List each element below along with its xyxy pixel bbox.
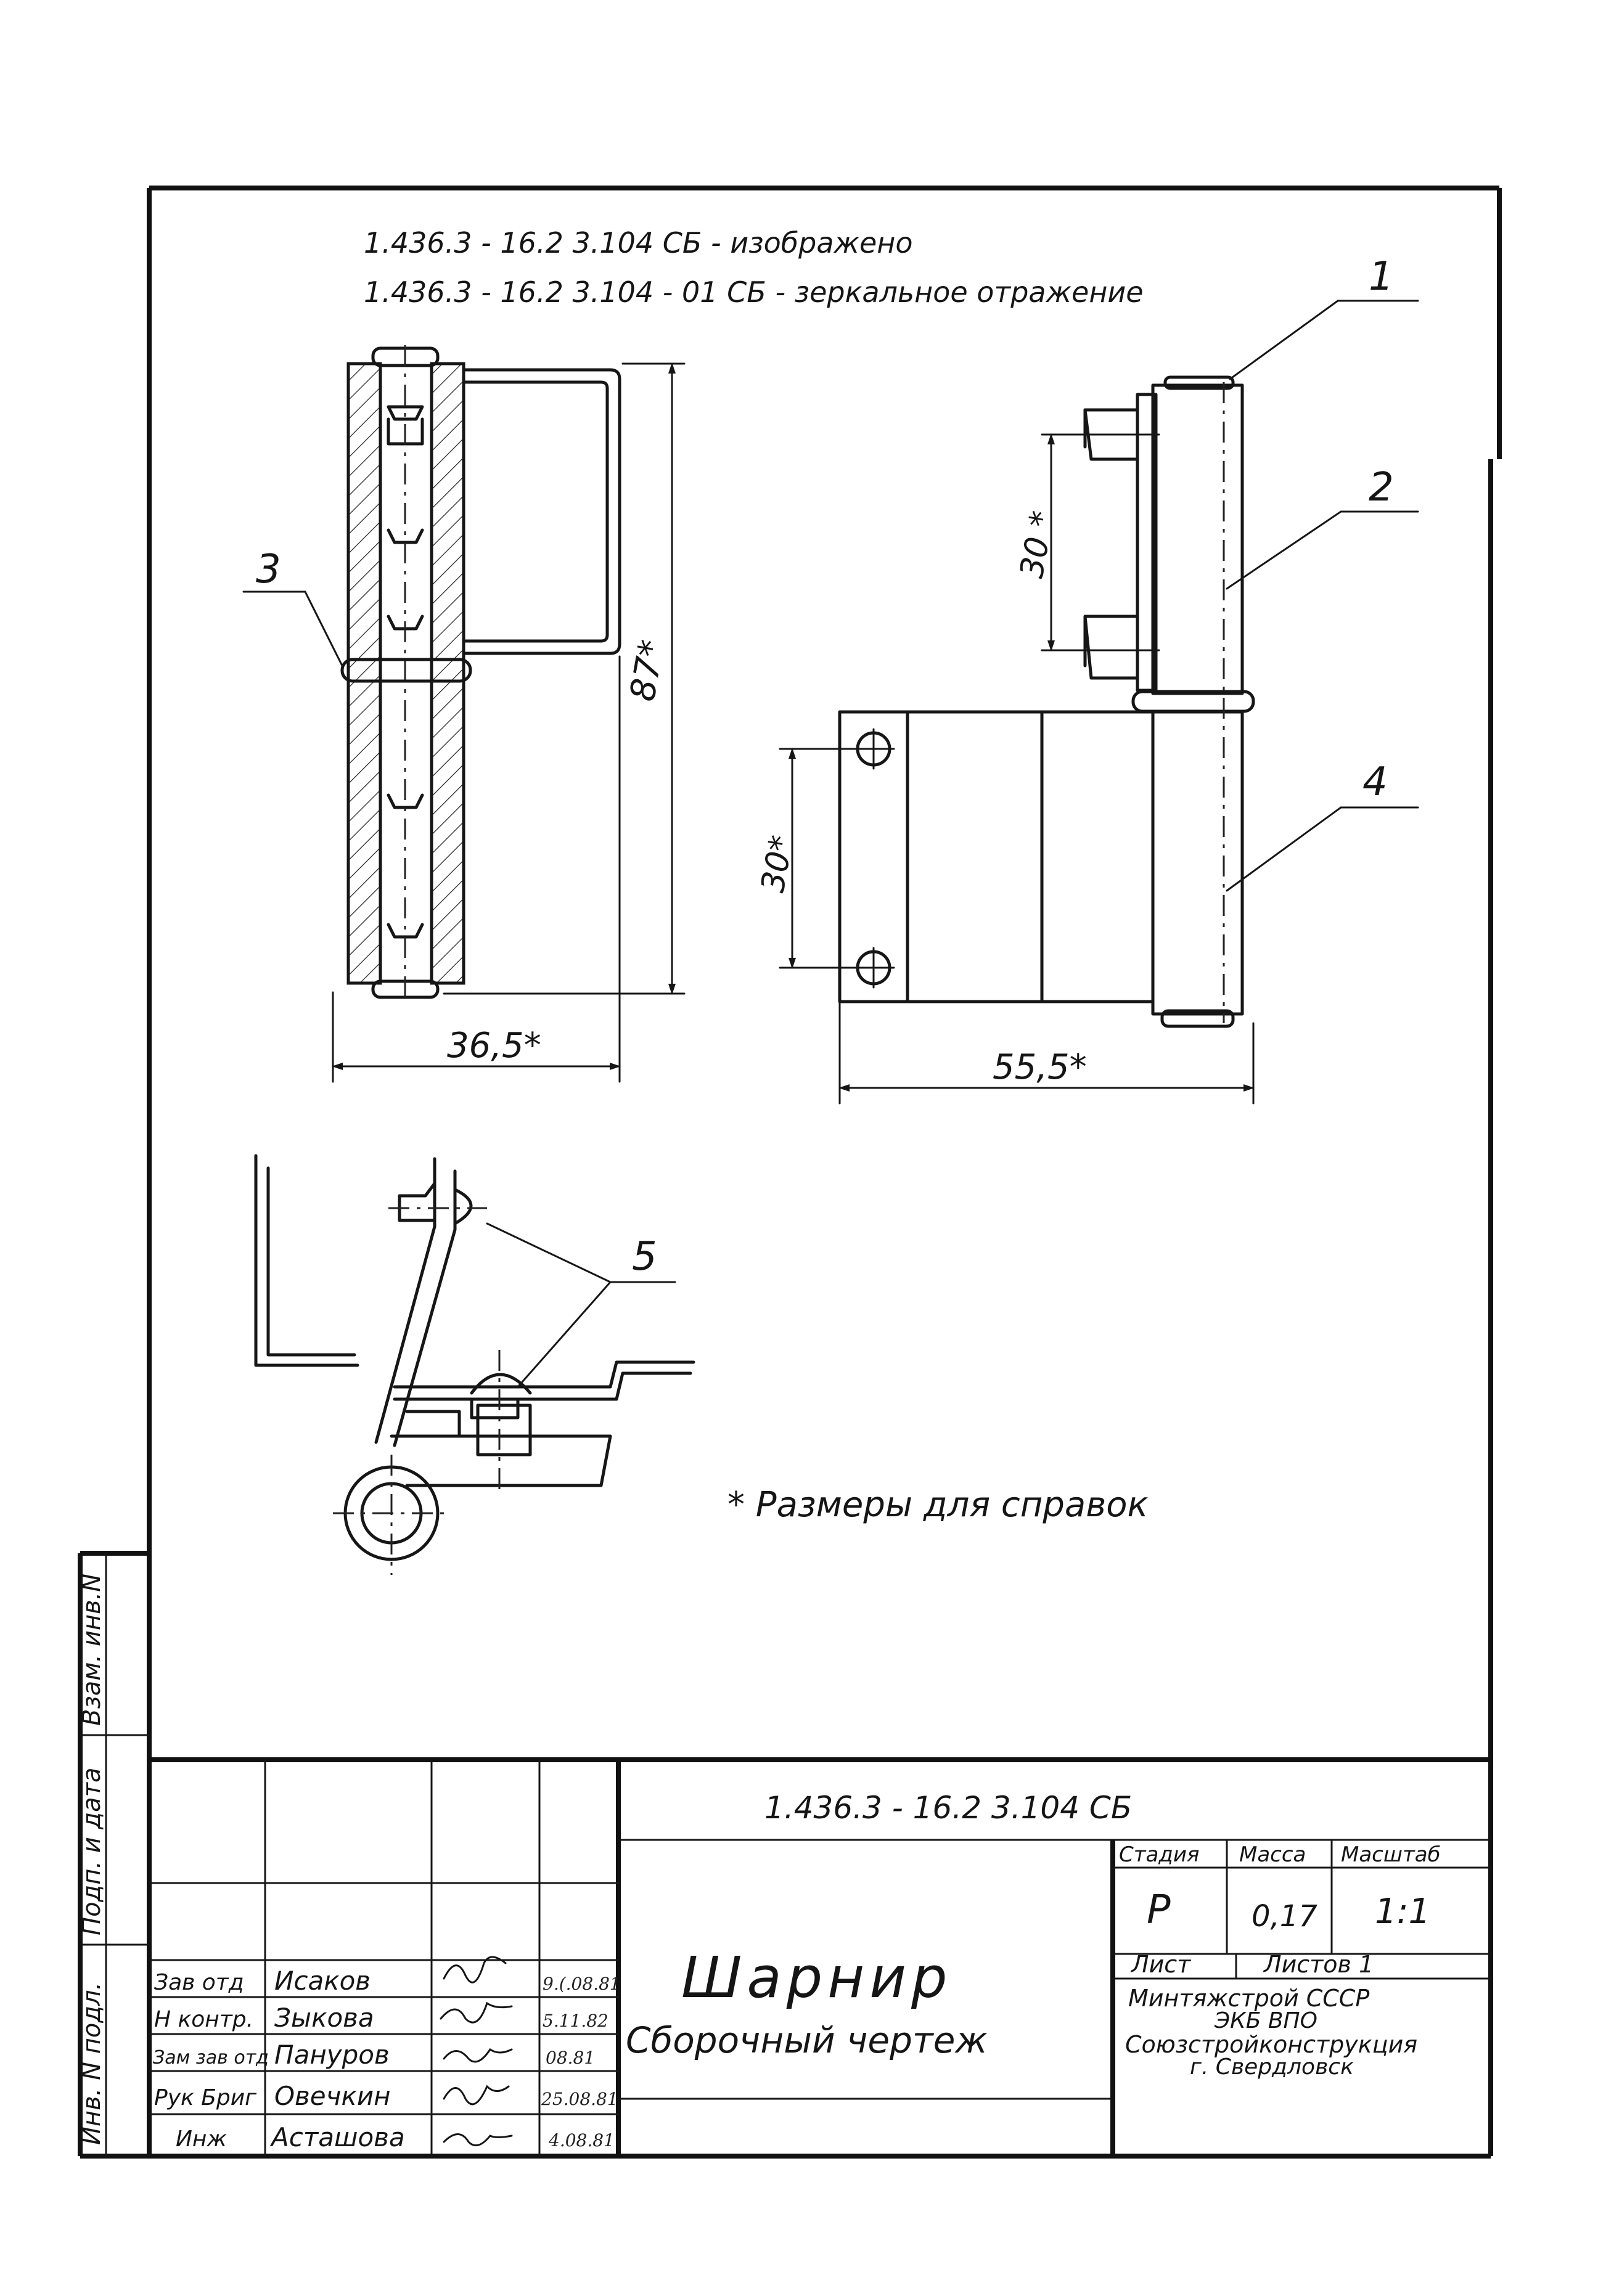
sheets-label: Листов 1 bbox=[1263, 1951, 1374, 1978]
value-mass: 0,17 bbox=[1252, 1899, 1317, 1934]
sheet-label: Лист bbox=[1130, 1951, 1192, 1978]
side-column-vzam-inv: Взам. инв.N bbox=[78, 1574, 106, 1726]
dimension-pin-spacing-30: 30 * bbox=[1014, 509, 1062, 581]
reference-dimensions-note: * Размеры для справок bbox=[727, 1485, 1148, 1525]
org-line-1: Минтяжстрой СССР bbox=[1128, 1985, 1369, 2012]
name-isakov: Исаков bbox=[274, 1966, 371, 1996]
title-name: Шарнир bbox=[681, 1945, 953, 2011]
date-row-3: 08.81 bbox=[546, 2048, 595, 2068]
name-astashova: Асташова bbox=[269, 2122, 405, 2152]
header-scale: Масштаб bbox=[1341, 1842, 1441, 1867]
callout-3: 3 bbox=[256, 547, 281, 592]
header-line-2: 1.436.3 - 16.2 3.104 - 01 СБ - зеркально… bbox=[364, 276, 1144, 309]
role-ruk-brig: Рук Бриг bbox=[154, 2085, 257, 2110]
callout-4: 4 bbox=[1362, 759, 1388, 805]
callout-1: 1 bbox=[1369, 254, 1394, 300]
header-mass: Масса bbox=[1239, 1842, 1306, 1867]
value-scale: 1:1 bbox=[1375, 1892, 1430, 1932]
dimension-width-36-5: 36,5* bbox=[447, 1026, 541, 1066]
role-inzh: Инж bbox=[176, 2126, 227, 2152]
installation-detail: 5 bbox=[254, 1154, 695, 1575]
date-row-1: 9.(.08.81 bbox=[543, 1974, 621, 1994]
date-row-4: 25.08.81 bbox=[541, 2089, 618, 2109]
header-line-1: 1.436.3 - 16.2 3.104 СБ - изображено bbox=[364, 226, 913, 259]
org-line-2: ЭКБ ВПО bbox=[1214, 2008, 1317, 2033]
role-zam-zav-otd: Зам зав отд bbox=[153, 2047, 269, 2069]
dimension-width-55-5: 55,5* bbox=[993, 1047, 1087, 1087]
side-column-inv-podl: Инв. N подл. bbox=[78, 1982, 106, 2145]
signatures bbox=[440, 1956, 513, 2147]
org-line-4: г. Свердловск bbox=[1190, 2054, 1354, 2080]
callout-5: 5 bbox=[632, 1234, 657, 1280]
title-subtitle: Сборочный чертеж bbox=[626, 2019, 988, 2061]
front-view-section: 87* 36,5* 3 bbox=[242, 345, 686, 1083]
value-stage: Р bbox=[1147, 1887, 1171, 1933]
dimension-hole-spacing-30: 30* bbox=[755, 833, 801, 895]
date-row-5: 4.08.81 bbox=[548, 2130, 615, 2151]
title-block bbox=[148, 1757, 1492, 2157]
name-zykova: Зыкова bbox=[274, 2003, 374, 2033]
name-panurov: Пануров bbox=[274, 2040, 390, 2070]
callout-2: 2 bbox=[1369, 465, 1394, 510]
date-row-2: 5.11.82 bbox=[543, 2011, 608, 2031]
sheet-frame bbox=[80, 186, 1502, 2159]
dimension-height-87: 87* bbox=[623, 637, 673, 704]
org-line-3: Союзстройконструкция bbox=[1125, 2031, 1417, 2058]
side-view: 30 * 30* 55,5* 1 2 4 bbox=[755, 254, 1419, 1105]
role-zav-otd: Зав отд bbox=[154, 1970, 244, 1995]
name-ovechkin: Овечкин bbox=[274, 2081, 391, 2111]
header-stage: Стадия bbox=[1119, 1842, 1199, 1867]
side-strips bbox=[78, 1551, 150, 2157]
role-n-kontr: Н контр. bbox=[154, 2007, 253, 2032]
title-doc-code: 1.436.3 - 16.2 3.104 СБ bbox=[764, 1790, 1132, 1826]
side-column-podp-data: Подп. и дата bbox=[78, 1768, 106, 1935]
